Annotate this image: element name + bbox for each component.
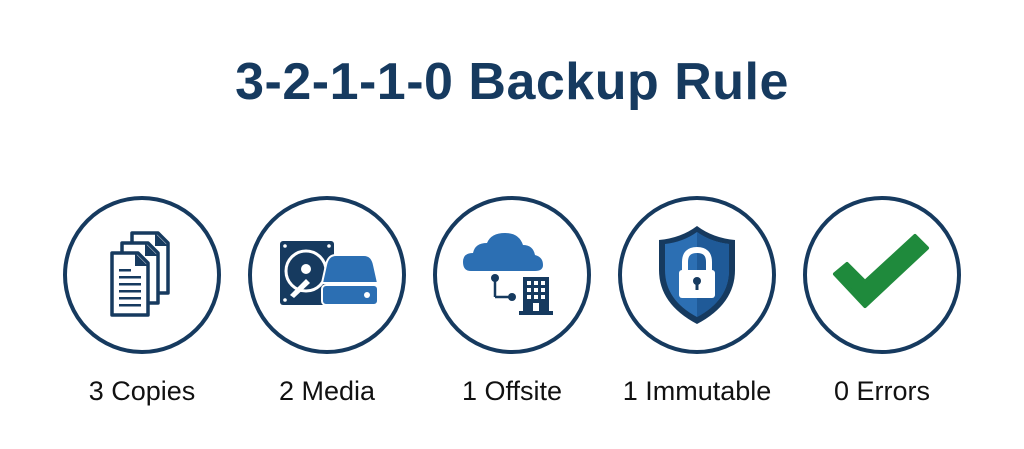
rule-label: 1 Immutable	[622, 376, 772, 406]
rule-label: 3 Copies	[88, 376, 196, 406]
rule-item-immutable: 1 Immutable	[612, 196, 782, 407]
rule-label: 2 Media	[278, 376, 376, 406]
icon-circle	[248, 196, 406, 354]
rule-item-copies: 3 Copies	[57, 196, 227, 407]
checkmark-icon	[833, 234, 929, 308]
rule-item-offsite: 1 Offsite	[427, 196, 597, 407]
hard-drive-icon	[280, 241, 380, 306]
rule-item-errors: 0 Errors	[797, 196, 967, 407]
rule-label: 1 Offsite	[461, 376, 563, 406]
icon-circle	[803, 196, 961, 354]
icon-circle	[618, 196, 776, 354]
rule-label: 0 Errors	[833, 376, 931, 406]
cloud-building-icon	[463, 233, 553, 315]
icon-circle	[63, 196, 221, 354]
icon-circle	[433, 196, 591, 354]
page-title: 3-2-1-1-0 Backup Rule	[235, 53, 789, 111]
documents-icon	[110, 231, 170, 317]
shield-lock-icon	[659, 226, 735, 324]
rule-item-media: 2 Media	[242, 196, 412, 407]
